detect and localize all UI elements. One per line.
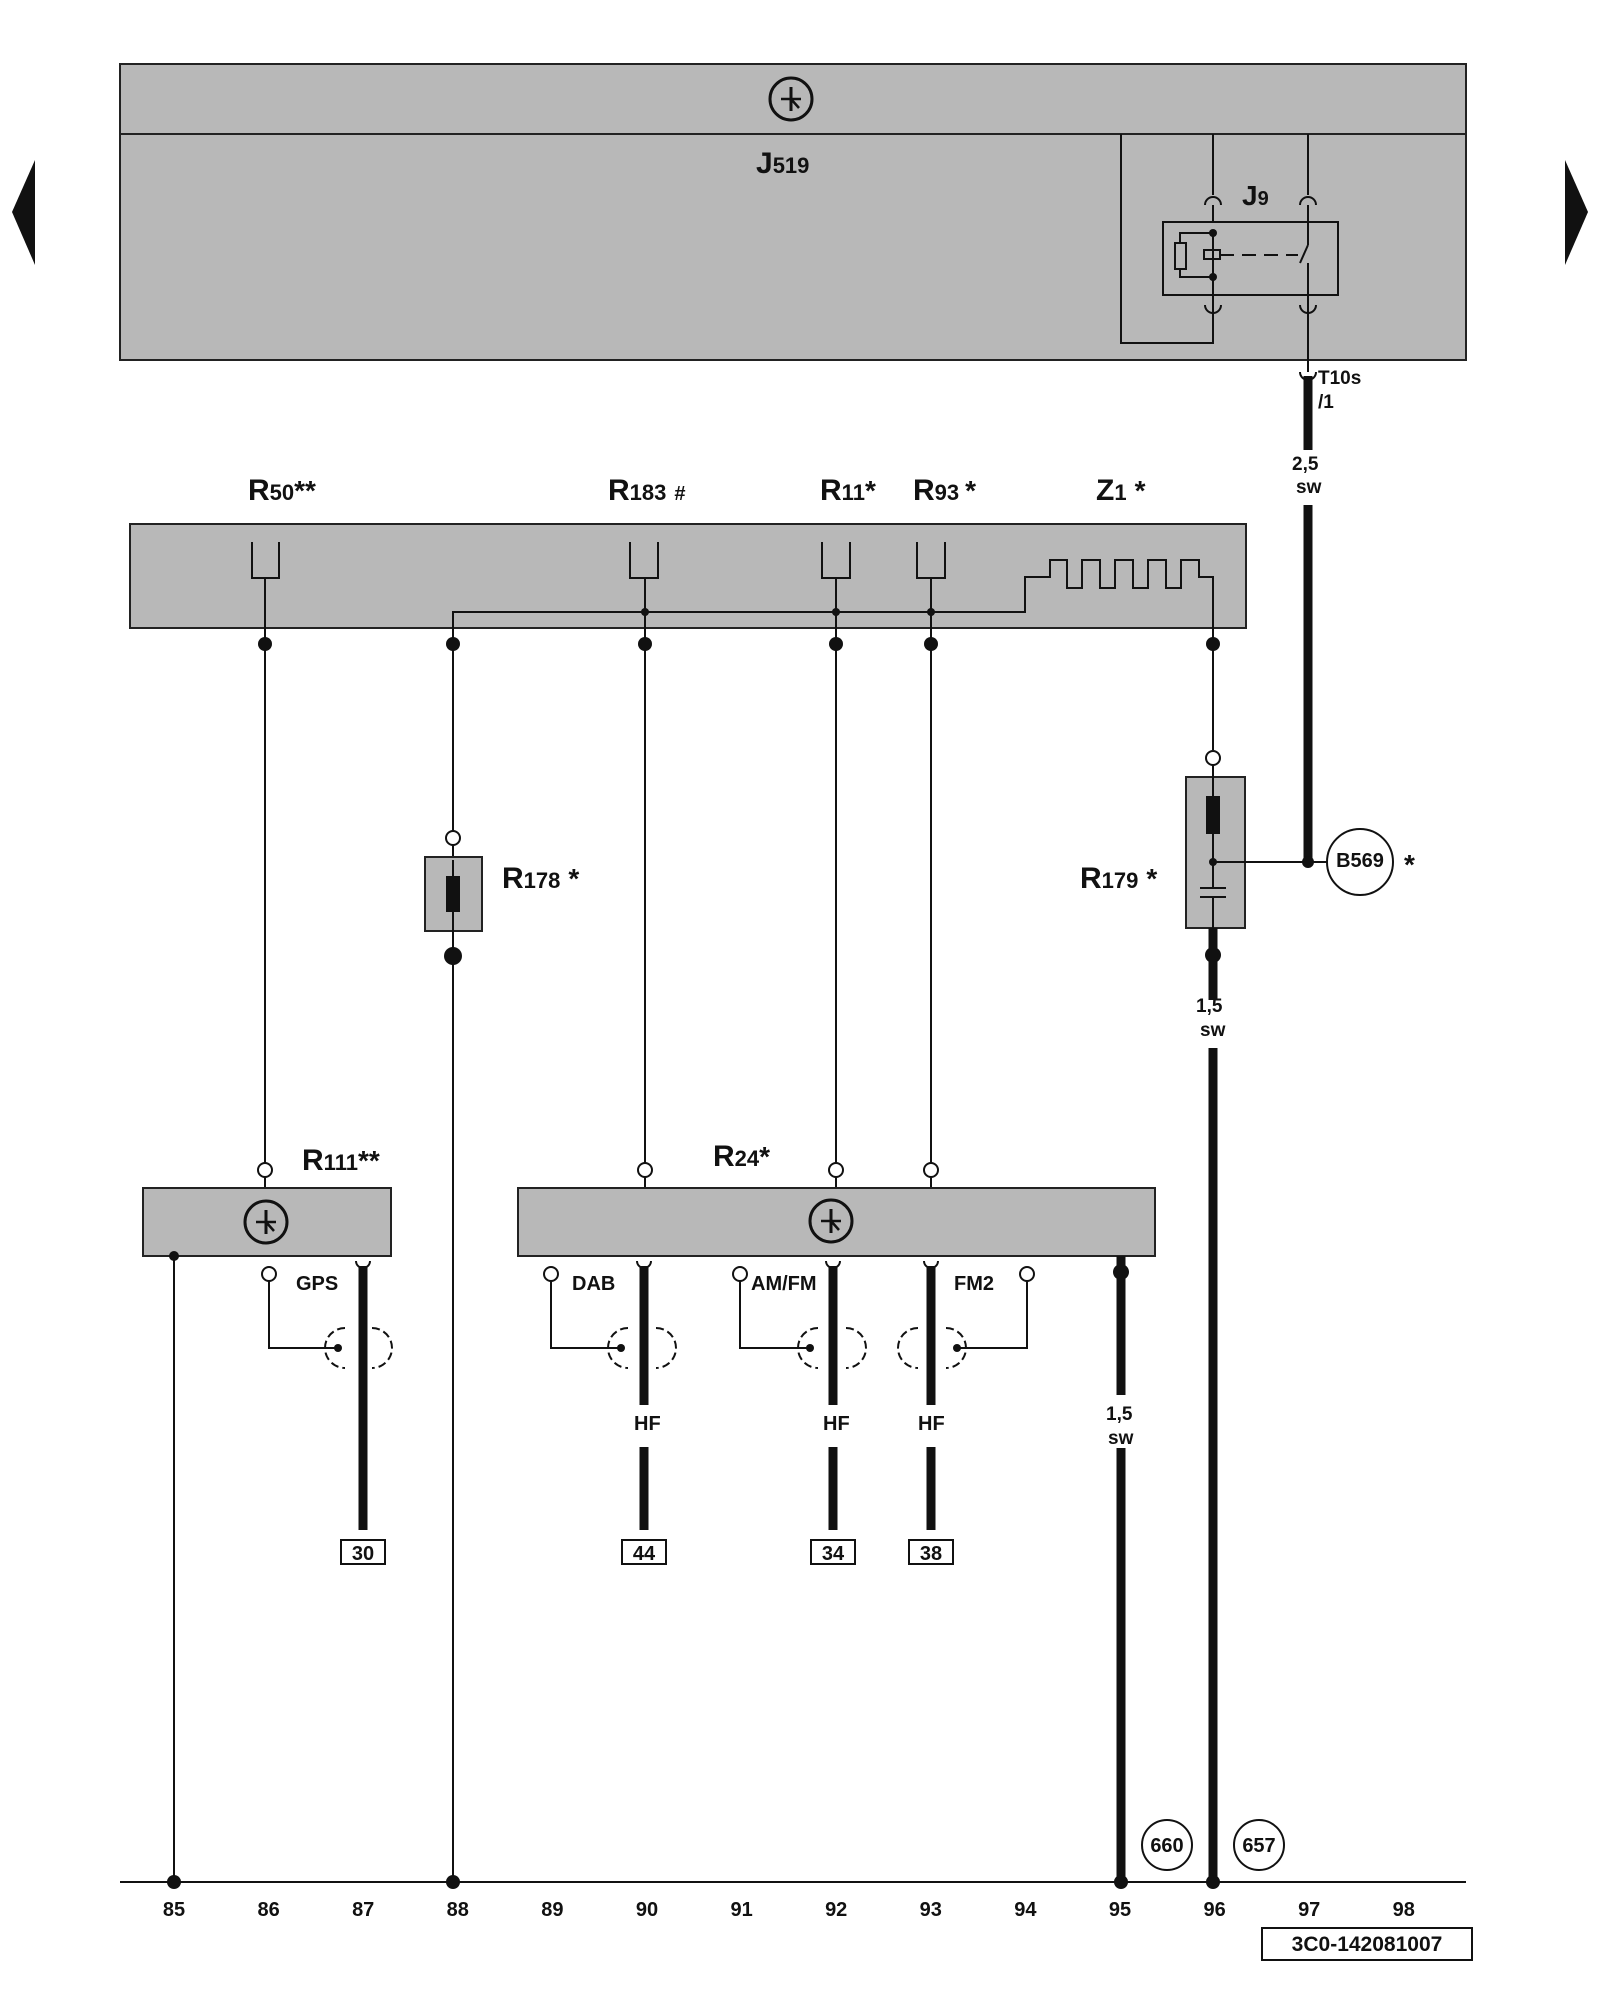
connector-t10s-label: T10s bbox=[1318, 368, 1361, 389]
prev-page-arrow-icon[interactable] bbox=[12, 160, 35, 265]
control-unit-j519: J519 J9 bbox=[119, 63, 1467, 372]
label-r111: R111** bbox=[302, 1144, 380, 1177]
label-r179: R179* bbox=[1080, 862, 1157, 895]
relay-j9: J9 bbox=[1120, 134, 1339, 372]
label-r11: R11* bbox=[820, 474, 876, 507]
svg-text:38: 38 bbox=[920, 1543, 942, 1565]
ground-point-657: 657 bbox=[1233, 1819, 1285, 1871]
label-hf-amfm: HF bbox=[823, 1413, 850, 1435]
svg-text:44: 44 bbox=[633, 1543, 656, 1565]
ref-box-34[interactable]: 34 bbox=[810, 1539, 856, 1565]
label-b569: B569 bbox=[1336, 850, 1384, 872]
ref-box-38[interactable]: 38 bbox=[908, 1539, 954, 1565]
label-hf-fm2: HF bbox=[918, 1413, 945, 1435]
connector-t10s-pin: /1 bbox=[1318, 392, 1334, 413]
label-j9: J9 bbox=[1242, 180, 1269, 211]
svg-text:30: 30 bbox=[352, 1543, 374, 1565]
wire-color-sw-1: sw bbox=[1296, 477, 1322, 498]
label-j519: J519 bbox=[756, 147, 809, 180]
label-b569-mark: * bbox=[1404, 849, 1415, 880]
wire-size-2-5: 2,5 bbox=[1292, 454, 1319, 475]
label-hf-dab: HF bbox=[634, 1413, 661, 1435]
wire-color-sw-3: sw bbox=[1108, 1428, 1134, 1449]
track-number-92: 92 bbox=[825, 1899, 847, 1921]
track-numbers: 85 86 87 88 89 90 91 92 93 94 95 96 97 98 bbox=[163, 1899, 1415, 1921]
resistor-r178 bbox=[424, 830, 483, 1882]
track-number-95: 95 bbox=[1109, 1899, 1131, 1921]
antenna-amplifier-r24: DAB HF AM/FM HF FM2 HF 1,5 sw bbox=[517, 1162, 1156, 1882]
label-r50: R50** bbox=[248, 474, 316, 507]
wire-color-sw-2: sw bbox=[1200, 1020, 1226, 1041]
track-number-87: 87 bbox=[352, 1899, 374, 1921]
label-r93: R93* bbox=[913, 474, 976, 507]
electronic-symbol-icon bbox=[768, 76, 814, 122]
track-number-96: 96 bbox=[1203, 1899, 1225, 1921]
track-number-86: 86 bbox=[257, 1899, 279, 1921]
track-number-98: 98 bbox=[1393, 1899, 1415, 1921]
svg-text:34: 34 bbox=[822, 1543, 845, 1565]
next-page-arrow-icon[interactable] bbox=[1565, 160, 1588, 265]
diagram-id-box: 3C0-142081007 bbox=[1261, 1927, 1473, 1961]
gps-antenna-r111: GPS bbox=[142, 1162, 393, 1882]
diagram-id: 3C0-142081007 bbox=[1292, 1933, 1443, 1956]
label-fm2: FM2 bbox=[954, 1273, 994, 1295]
label-r24: R24* bbox=[713, 1140, 770, 1173]
ref-box-30[interactable]: 30 bbox=[340, 1539, 386, 1565]
label-r183: R183# bbox=[608, 474, 686, 507]
filter-r179 bbox=[1185, 750, 1314, 1000]
svg-text:660: 660 bbox=[1150, 1835, 1183, 1857]
svg-text:657: 657 bbox=[1242, 1835, 1275, 1857]
ref-box-44[interactable]: 44 bbox=[621, 1539, 667, 1565]
track-number-91: 91 bbox=[730, 1899, 752, 1921]
label-z1: Z1* bbox=[1096, 474, 1146, 507]
label-r178: R178* bbox=[502, 862, 579, 895]
track-number-89: 89 bbox=[541, 1899, 563, 1921]
antenna-assembly-bar bbox=[129, 523, 1247, 644]
track-number-97: 97 bbox=[1298, 1899, 1320, 1921]
connection-b569: B569 * bbox=[1308, 828, 1415, 896]
ground-point-660: 660 bbox=[1141, 1819, 1193, 1871]
track-number-90: 90 bbox=[636, 1899, 658, 1921]
electronic-symbol-icon bbox=[243, 1199, 289, 1245]
track-number-94: 94 bbox=[1014, 1899, 1037, 1921]
track-number-85: 85 bbox=[163, 1899, 185, 1921]
label-amfm: AM/FM bbox=[751, 1273, 817, 1295]
electronic-symbol-icon bbox=[808, 1198, 854, 1244]
label-gps: GPS bbox=[296, 1273, 338, 1295]
label-dab: DAB bbox=[572, 1273, 615, 1295]
track-number-93: 93 bbox=[920, 1899, 942, 1921]
wire-size-1-5-a: 1,5 bbox=[1196, 996, 1223, 1017]
track-number-88: 88 bbox=[447, 1899, 469, 1921]
wire-size-1-5-b: 1,5 bbox=[1106, 1404, 1133, 1425]
